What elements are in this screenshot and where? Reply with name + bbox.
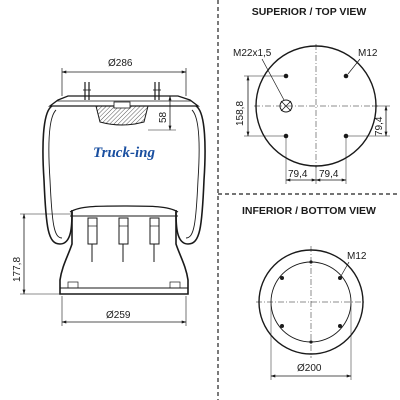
top-bead-plate <box>48 95 200 107</box>
piston-height-label: 177,8 <box>12 257 23 282</box>
bead-height-label: 58 <box>158 111 169 123</box>
bottom-plate-diameter-label: Ø200 <box>297 363 322 374</box>
top-view-title: SUPERIOR / TOP VIEW <box>252 6 367 18</box>
piston-bolts <box>87 217 160 262</box>
vertical-dimension-right: 79,4 <box>348 105 390 137</box>
top-diameter-label: Ø286 <box>108 58 133 69</box>
top-stud-thread-label: M12 <box>358 48 378 59</box>
horizontal-dimension-1-label: 79,4 <box>288 169 308 180</box>
bellows-outline <box>42 105 73 245</box>
piston-height-dimension: 177,8 <box>12 213 72 295</box>
horizontal-dimensions: 79,4 79,4 <box>285 138 347 184</box>
bottom-diameter-label: Ø259 <box>106 310 131 321</box>
bottom-stud-holes <box>280 260 342 344</box>
vertical-dimension-right-label: 79,4 <box>374 116 385 136</box>
top-view: SUPERIOR / TOP VIEW M22x1,5 M12 158 <box>233 6 390 184</box>
top-studs <box>83 82 161 100</box>
bottom-stud-thread-label: M12 <box>347 251 367 262</box>
bead-height-dimension: 58 <box>148 95 176 131</box>
vertical-dimension-left-label: 158,8 <box>235 101 246 126</box>
air-inlet-symbol <box>279 99 293 113</box>
inlet-thread-label: M22x1,5 <box>233 48 272 59</box>
bottom-diameter-dimension: Ø200 <box>270 304 352 380</box>
lower-plate <box>69 205 179 213</box>
horizontal-dimension-2-label: 79,4 <box>319 169 339 180</box>
top-stud-holes <box>283 73 349 139</box>
brand-text: Truck-ing <box>93 145 155 161</box>
bottom-diameter-dimension: Ø259 <box>61 296 187 326</box>
vertical-dimension-left: 158,8 <box>235 75 284 137</box>
brand-logo: Truck-ing <box>93 145 155 161</box>
bottom-view: INFERIOR / BOTTOM VIEW M12 Ø200 <box>242 205 376 380</box>
top-diameter-dimension: Ø286 <box>61 58 187 96</box>
piston-body <box>59 212 189 295</box>
bottom-view-title: INFERIOR / BOTTOM VIEW <box>242 205 376 217</box>
side-view: Ø286 58 Truck-ing <box>12 58 206 326</box>
air-inlet-boss <box>95 105 149 126</box>
